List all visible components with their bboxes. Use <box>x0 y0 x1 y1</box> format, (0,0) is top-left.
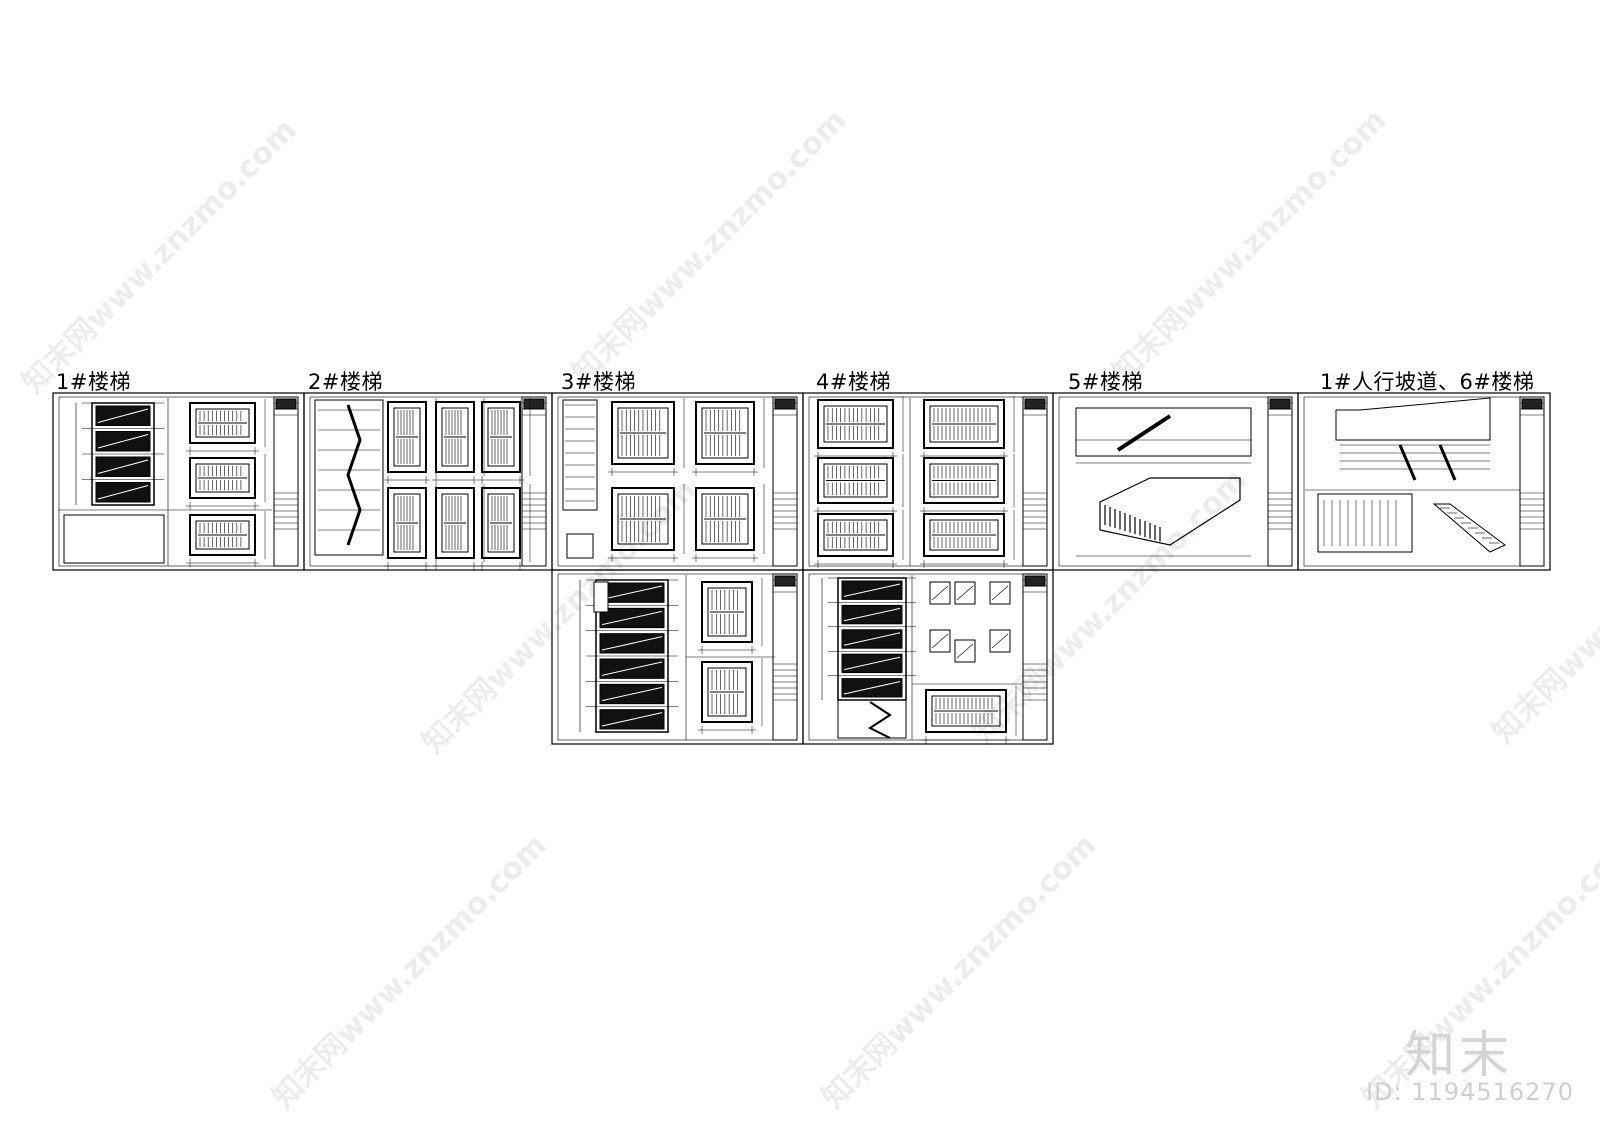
brand-logo: 知末 <box>1405 1026 1513 1084</box>
stair-plan <box>817 399 894 449</box>
stair-plan <box>387 401 427 473</box>
stair-plan <box>481 401 521 473</box>
title-block <box>772 573 798 741</box>
title-block <box>273 396 299 567</box>
stair-plan <box>925 689 1007 733</box>
sheet-border <box>551 392 804 571</box>
stair-plan <box>435 401 475 473</box>
title-block <box>1519 396 1545 567</box>
stair-section <box>1075 407 1252 457</box>
stair-plan <box>695 487 755 551</box>
stair-plan <box>701 661 753 723</box>
stair-plan <box>611 401 675 465</box>
stair-plan <box>611 487 675 551</box>
sheet-title-4: 4#楼梯 <box>816 370 891 394</box>
stair-section <box>562 399 598 511</box>
ramp-plan <box>1099 477 1241 546</box>
sheet-title-2: 2#楼梯 <box>308 370 383 394</box>
drawing-sheet-6 <box>1297 392 1551 571</box>
stair-plan <box>701 581 753 643</box>
drawing-sheet-3 <box>551 392 804 571</box>
sheet-border <box>802 569 1054 745</box>
ramp-section <box>1335 397 1491 441</box>
title-block <box>772 396 798 567</box>
title-block <box>521 396 547 567</box>
title-block <box>1022 396 1048 567</box>
drawing-sheet-1 <box>52 392 305 571</box>
detail-node <box>989 629 1011 653</box>
stair-plan <box>189 402 256 444</box>
stair-section <box>314 399 384 556</box>
detail-node <box>929 629 951 653</box>
stair-plan <box>923 457 1005 504</box>
sheet-title-6: 1#人行坡道、6#楼梯 <box>1320 370 1535 394</box>
detail-node <box>929 581 951 605</box>
brand-id: ID: 1194516270 <box>1366 1078 1574 1106</box>
sheet-border <box>303 392 553 571</box>
detail-node <box>954 581 976 605</box>
sheet-title-3: 3#楼梯 <box>561 370 636 394</box>
sheet-title-5: 5#楼梯 <box>1068 370 1143 394</box>
stair-plan <box>481 487 521 559</box>
stair-plan <box>189 457 256 499</box>
stair-plan <box>695 401 755 465</box>
stair-plan <box>1317 493 1413 553</box>
sheet-title-1: 1#楼梯 <box>56 370 131 394</box>
drawing-sheet-2 <box>303 392 553 571</box>
stair-plan <box>923 399 1005 449</box>
stair-plan <box>923 513 1005 557</box>
drawing-sheet-5 <box>1052 392 1299 571</box>
stair-plan <box>63 514 165 564</box>
drawing-sheet-8 <box>802 569 1054 745</box>
stair-plan <box>817 513 894 557</box>
stair-plan <box>189 514 256 556</box>
drawing-sheet-4 <box>802 392 1054 571</box>
drawing-sheet-7 <box>551 569 804 745</box>
sheet-border <box>52 392 305 571</box>
stair-plan <box>387 487 427 559</box>
detail-node <box>989 581 1011 605</box>
stair-plan <box>817 457 894 504</box>
sheet-border <box>1052 392 1299 571</box>
detail-node <box>954 639 976 663</box>
sheet-border <box>1297 392 1551 571</box>
title-block <box>1022 573 1048 741</box>
title-block <box>1267 396 1293 567</box>
stair-section <box>1432 503 1506 553</box>
stair-plan <box>435 487 475 559</box>
